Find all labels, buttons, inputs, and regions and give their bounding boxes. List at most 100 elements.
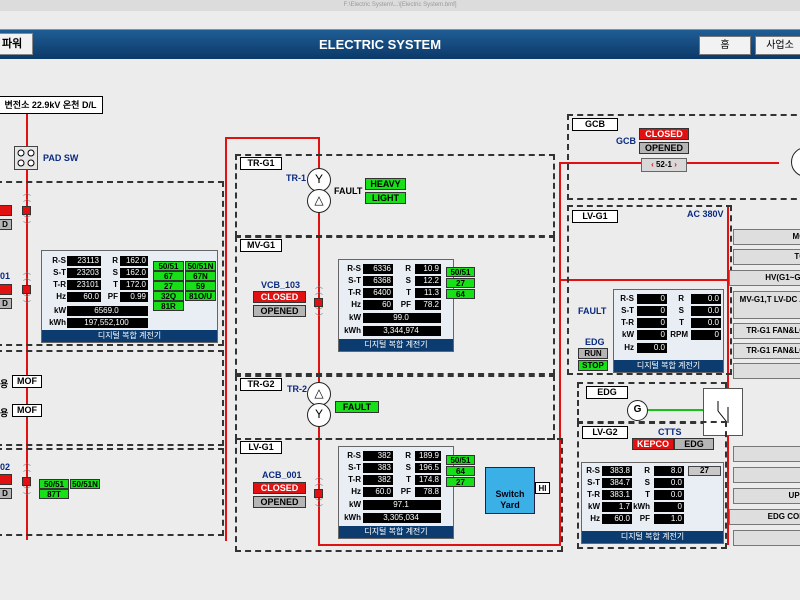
- heavy-badge: HEAVY: [365, 178, 406, 190]
- mv-line: [318, 137, 320, 545]
- status-opened-badge: D: [0, 298, 12, 309]
- nav-ups-button[interactable]: UPS: [733, 488, 800, 504]
- right-bus-line: [559, 162, 561, 546]
- mv-g1-group: [235, 236, 555, 375]
- chevron-down-icon: ﹀﹀: [23, 294, 31, 309]
- edg-stop-badge: STOP: [578, 360, 608, 371]
- edg-generator-icon[interactable]: G: [627, 400, 648, 421]
- nav-edg-con-button[interactable]: EDG CON: [729, 509, 800, 525]
- breaker-switch-icon[interactable]: [22, 477, 31, 486]
- page-title: ELECTRIC SYSTEM: [318, 37, 442, 52]
- switch-yard-button[interactable]: Switch Yard: [485, 467, 535, 514]
- chevron-up-icon: ︿︿: [23, 267, 31, 282]
- relay-badge: 50/51: [446, 455, 475, 465]
- tr-g2-group: [235, 375, 555, 440]
- acb-001-label: ACB_001: [262, 470, 302, 480]
- nav-hv-button[interactable]: HV(G1~G4: [729, 270, 800, 286]
- transformer-delta-icon[interactable]: △: [307, 189, 331, 213]
- relay-badge: 64: [446, 289, 475, 299]
- gcb-opened-badge: OPENED: [639, 142, 689, 154]
- chevron-up-icon: ︿︿: [315, 281, 323, 296]
- pad-sw-label: PAD SW: [43, 153, 79, 163]
- acb-opened-badge: OPENED: [253, 496, 306, 508]
- lv-g2-label: LV-G2: [582, 426, 628, 439]
- hi-label: HI: [535, 482, 550, 494]
- pad-switch-icon[interactable]: [14, 146, 38, 170]
- ctts-label: CTTS: [658, 427, 682, 437]
- breaker-52-1-label: 52-1: [655, 160, 672, 169]
- nav-button-blank-2[interactable]: [733, 467, 800, 483]
- vcb-switch-icon[interactable]: [314, 298, 323, 307]
- office-button[interactable]: 사업소: [755, 36, 800, 55]
- edg-box-label: EDG: [586, 386, 628, 399]
- relay-badge: 50/51N: [70, 479, 100, 489]
- nav-tr-g1-fan-button-2[interactable]: TR-G1 FAN&LC: [733, 343, 800, 359]
- left-feeder-group-2: [0, 448, 224, 536]
- tr-1-label: TR-1: [286, 173, 306, 183]
- window-titlebar: F:\Electric System\...\[Electric System.…: [0, 0, 800, 11]
- chevron-down-icon: ﹀﹀: [315, 307, 323, 322]
- right-mid-line: [559, 279, 729, 281]
- left-feeder-group-1: [0, 181, 224, 346]
- relay-badge: 27: [446, 278, 475, 288]
- lv-g1-group: [235, 438, 563, 552]
- breaker-52-1-button[interactable]: ‹ 52-1 ›: [641, 158, 687, 172]
- mv-g1-label: MV-G1: [240, 239, 282, 252]
- mof-prefix-2: 용: [0, 408, 9, 418]
- lv-g1-label: LV-G1: [240, 441, 282, 454]
- nav-mv-lv-button[interactable]: MV-G1,T LV-DC A: [733, 291, 800, 319]
- fault-label: FAULT: [334, 186, 363, 196]
- left-feeder-line: [26, 114, 28, 540]
- nav-s2-button[interactable]: S: [733, 530, 800, 546]
- lv-bus-line: [727, 205, 729, 545]
- header-bar: ELECTRIC SYSTEM 파워 홈 사업소: [0, 29, 800, 59]
- transformer-delta-icon[interactable]: △: [307, 382, 331, 406]
- status-opened-badge: D: [0, 488, 12, 499]
- company-logo: 파워: [0, 33, 33, 55]
- mof-label-1: MOF: [12, 375, 42, 388]
- lv-g1-right-label: LV-G1: [572, 210, 618, 223]
- acb-switch-icon[interactable]: [314, 489, 323, 498]
- light-badge: LIGHT: [365, 192, 406, 204]
- chevron-up-icon: ︿︿: [315, 472, 323, 487]
- nav-tc-button[interactable]: TC: [733, 249, 800, 265]
- status-closed-badge: [0, 205, 12, 216]
- status-closed-badge: [0, 474, 12, 485]
- nav-tr-g1-fan-button[interactable]: TR-G1 FAN&LC: [733, 323, 800, 339]
- fault-label: FAULT: [578, 306, 607, 316]
- lv-g1-right-group: [567, 205, 732, 375]
- nav-s-button[interactable]: S: [733, 363, 800, 379]
- bus-line: [225, 137, 320, 139]
- breaker-switch-icon[interactable]: [22, 206, 31, 215]
- nav-button-blank-1[interactable]: [733, 446, 800, 462]
- mof-prefix-1: 용: [0, 379, 9, 389]
- gcb-group: [567, 114, 800, 200]
- substation-label: 변전소 22.9kV 온천 D/L: [0, 96, 103, 114]
- relay-badge: 27: [446, 477, 475, 487]
- vcb-opened-badge: OPENED: [253, 305, 306, 317]
- ctts-switch-icon[interactable]: [703, 388, 743, 436]
- tr-2-fault-badge: FAULT: [335, 401, 379, 413]
- chevron-down-icon: ﹀﹀: [315, 498, 323, 513]
- transformer-wye-icon[interactable]: Y: [307, 403, 331, 427]
- chevron-up-icon: ︿︿: [23, 188, 31, 203]
- nav-mc-button[interactable]: MC: [733, 229, 800, 245]
- bottom-bus-line: [318, 544, 561, 546]
- kepco-badge: KEPCO: [632, 438, 674, 450]
- edg-label: EDG: [585, 337, 605, 347]
- chevron-down-icon: ﹀﹀: [23, 486, 31, 501]
- tr-g1-label: TR-G1: [240, 157, 282, 170]
- relay-badge: 64: [446, 466, 475, 476]
- home-button[interactable]: 홈: [699, 36, 751, 55]
- breaker-switch-icon[interactable]: [22, 285, 31, 294]
- edg-badge: EDG: [674, 438, 714, 450]
- status-closed-badge: [0, 284, 12, 295]
- edg-line: [648, 409, 704, 411]
- relay-27-badge: 27: [688, 466, 721, 476]
- tr-2-label: TR-2: [287, 384, 307, 394]
